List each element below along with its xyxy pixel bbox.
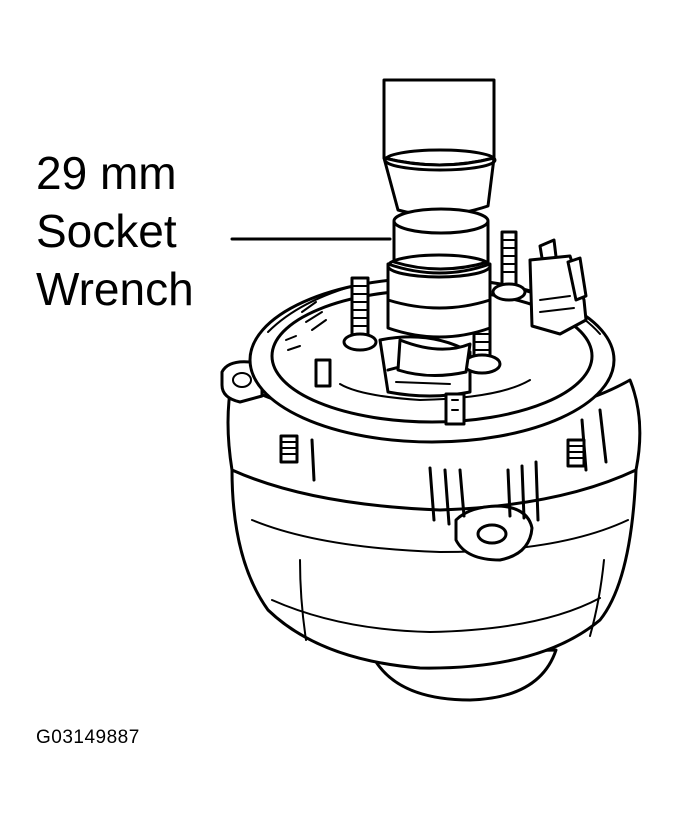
callout-line-3: Wrench <box>36 263 194 315</box>
callout-line-2: Socket <box>36 205 177 257</box>
socket-wrench-callout: 29 mm Socket Wrench <box>36 144 194 318</box>
callout-line-1: 29 mm <box>36 147 177 199</box>
socket-wrench <box>382 78 497 339</box>
figure-id: G03149887 <box>36 727 140 748</box>
